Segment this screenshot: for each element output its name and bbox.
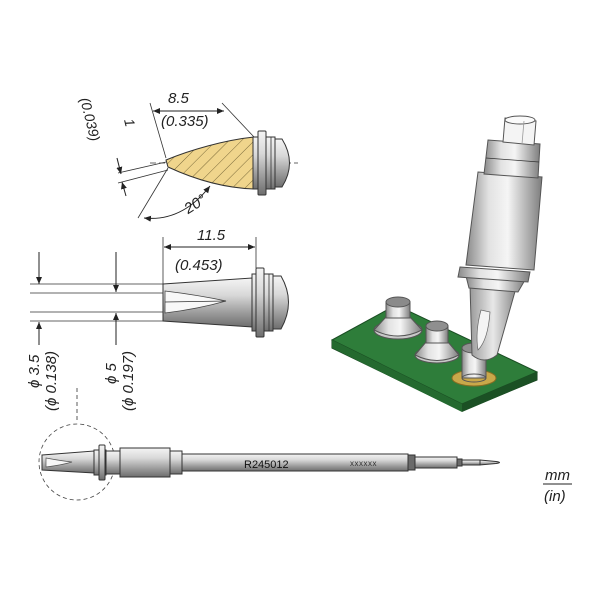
tip-ring-collar: [257, 130, 267, 196]
part-number-label: R245012: [244, 459, 289, 471]
dim-tip-length-in: (0.335): [161, 113, 209, 130]
dim-tip-thickness-mm: 1: [121, 117, 138, 128]
tool-body: [465, 171, 543, 271]
shank-ring-collar: [255, 267, 265, 338]
smd-component-2: [414, 320, 460, 364]
unit-secondary: (in): [544, 488, 566, 505]
cartridge-ring: [98, 444, 106, 481]
tip-front-view: 11.5 (0.453) ϕ 3.5 (ϕ 0.138) ϕ 5 (ϕ 0.19…: [26, 227, 289, 411]
dim-shank-length-in: (0.453): [175, 257, 223, 274]
serial-number-label: xxxxxx: [350, 459, 377, 468]
dim-inner-diameter-mm: ϕ 3.5: [26, 354, 43, 388]
dim-tip-angle: 20°: [180, 191, 209, 218]
dim-inner-diameter-in: (ϕ 0.138): [43, 351, 60, 411]
smd-component-1: [373, 296, 423, 340]
dim-shank-length-mm: 11.5: [197, 227, 226, 244]
tool-chisel-tip: [469, 284, 517, 361]
soldering-tool: [457, 115, 543, 361]
dim-outer-diameter-mm: ϕ 5: [103, 362, 120, 384]
dim-outer-diameter-in: (ϕ 0.197): [120, 351, 137, 411]
dim-tip-thickness-in: (0.039): [77, 96, 103, 143]
full-cartridge-view: R245012 xxxxxx: [38, 388, 500, 501]
tip-rear-cap: [274, 138, 290, 188]
units-legend: mm (in): [543, 467, 572, 505]
tip-hatched-section: [165, 136, 255, 190]
unit-primary: mm: [545, 467, 570, 484]
tip-side-view: 8.5 (0.335) 1 (0.039) 20°: [77, 90, 298, 222]
dim-tip-length-mm: 8.5: [168, 90, 190, 107]
soldering-illustration: [330, 115, 543, 412]
